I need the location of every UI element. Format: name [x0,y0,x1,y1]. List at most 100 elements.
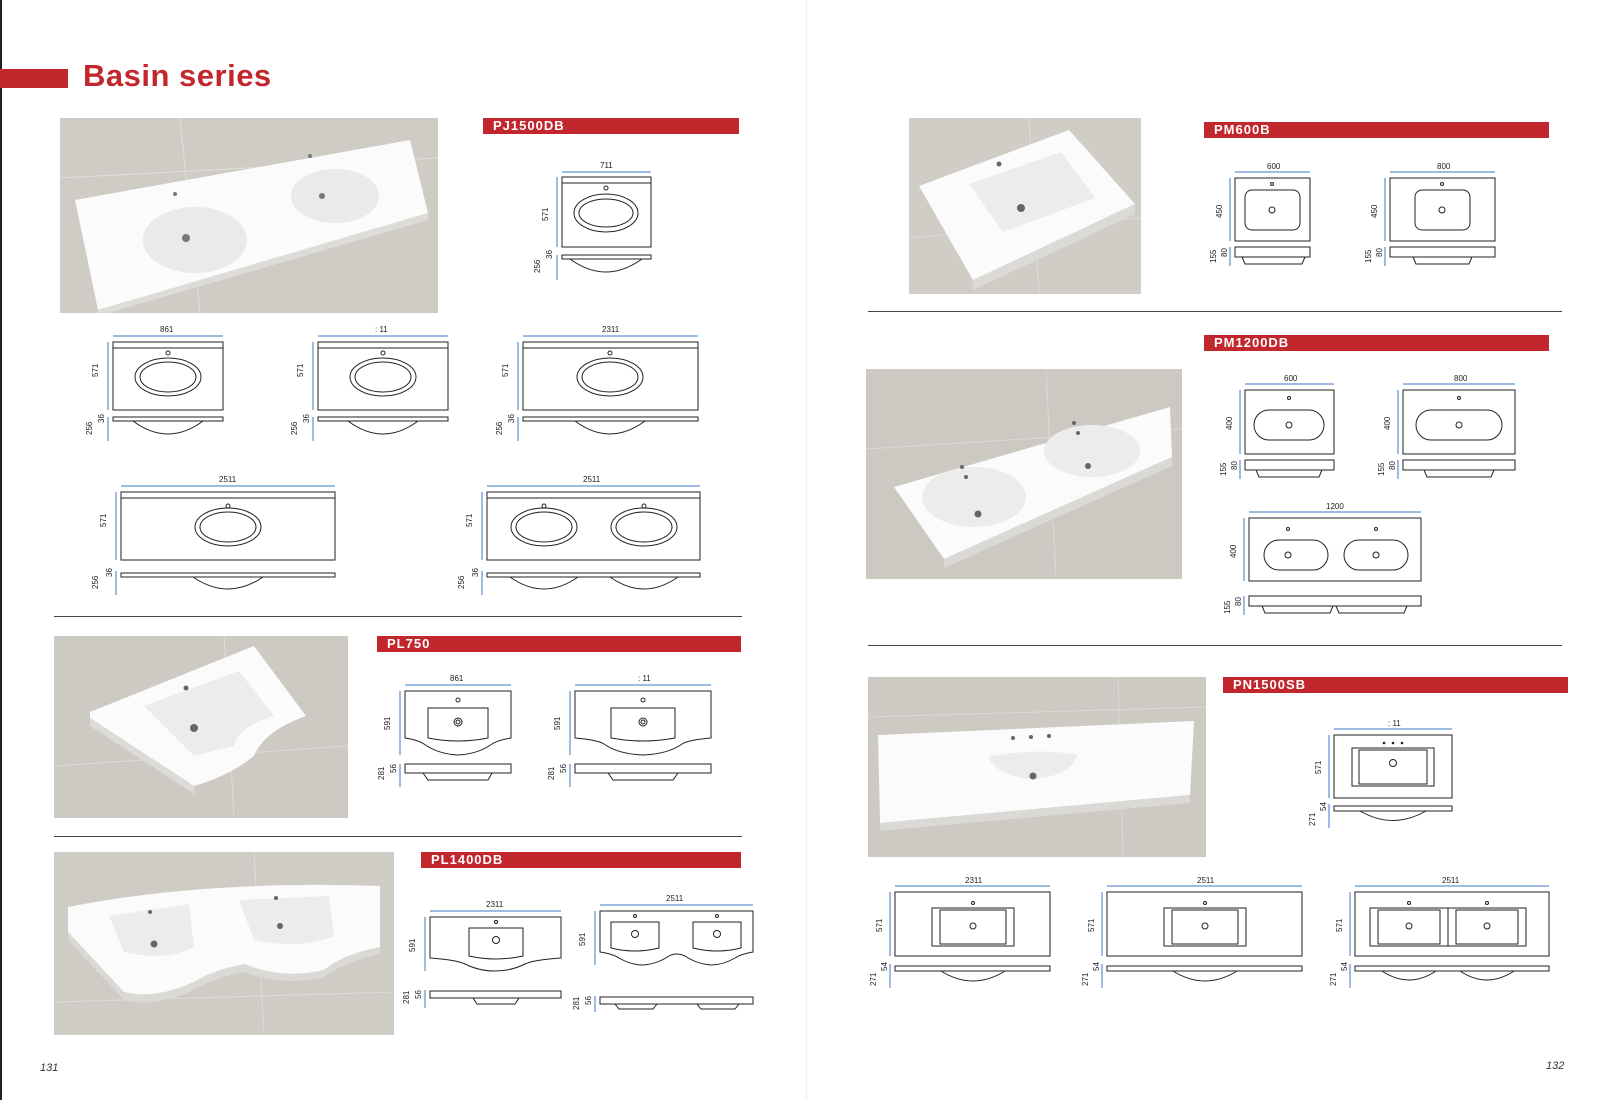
dimension-label: 571 [875,918,884,932]
pl750-drawing-1011: : 11 591 281 56 [547,672,723,802]
pl750-drawing-861: 861 591 281 56 [377,672,523,802]
pm600b-drawing-800: 800 450 155 80 [1364,162,1505,272]
pm600b-drawing-600: 600 450 155 80 [1209,162,1320,272]
pm600b-photo [909,118,1141,294]
page-number-left: 131 [40,1062,59,1074]
dimension-label: 36 [507,414,516,423]
pm1200db-photo [866,369,1182,579]
pm1200db-label: PM1200DB [1204,335,1549,351]
dimension-label: 56 [559,764,568,773]
dim-height-label: 256 [533,259,542,273]
dimension-label: 2311 [602,325,620,334]
dimension-label: 2511 [1197,876,1215,885]
pl750-label: PL750 [377,636,741,652]
dimension-label: 571 [465,513,474,527]
dimension-label: 256 [457,575,466,589]
dimension-label: 591 [553,716,562,730]
dimension-label: 36 [105,568,114,577]
dimension-label: 56 [584,996,593,1005]
dimension-label: 80 [1234,597,1243,606]
dimension-label: 1200 [1326,502,1344,511]
dimension-label: 591 [578,932,587,946]
dimension-label: 281 [572,996,581,1010]
pj-drawing-1011: : 11 571 256 36 [290,323,453,458]
dimension-label: 271 [1081,972,1090,986]
dimension-label: 256 [85,421,94,435]
dimension-label: 155 [1219,462,1228,476]
dimension-label: 591 [408,938,417,952]
section-separator [868,311,1562,312]
pn1500sb-drawing-2511-double: 2511 571 271 54 [1329,876,1560,996]
dimension-label: 54 [1340,962,1349,971]
dimension-label: 271 [1308,812,1317,826]
dimension-label: 271 [1329,972,1338,986]
pn1500sb-label: PN1500SB [1223,677,1568,693]
pj-drawing-2311: 2311 571 256 36 [495,323,708,458]
dimension-label: 54 [1092,962,1101,971]
section-separator [54,616,742,617]
section-separator [54,836,742,837]
dimension-label: 800 [1454,374,1468,383]
pj1500db-label: PJ1500DB [483,118,739,134]
pn1500sb-drawing-2311: 2311 571 271 54 [869,876,1055,996]
dimension-label: 571 [1314,760,1323,774]
dimension-label: 2311 [486,900,504,909]
page-title: Basin series [83,58,272,93]
dim-width-label: 711 [600,161,613,170]
left-page-rule [0,0,2,1100]
dimension-label: 571 [99,513,108,527]
dimension-label: 400 [1383,416,1392,430]
dimension-label: 600 [1284,374,1298,383]
pj1500db-photo [60,118,438,313]
dimension-label: 271 [869,972,878,986]
pm600b-label: PM600B [1204,122,1549,138]
dimension-label: 36 [471,568,480,577]
dimension-label: 155 [1377,462,1386,476]
pl1400db-label: PL1400DB [421,852,741,868]
dimension-label: 591 [383,716,392,730]
dimension-label: 571 [91,363,100,377]
page-number-right: 132 [1546,1060,1565,1072]
pn1500sb-drawing-2511-single: 2511 571 271 54 [1081,876,1307,996]
dimension-label: 2311 [965,876,983,885]
pl1400db-drawing-2511: 2511 591 281 56 [572,892,758,1018]
dimension-label: 36 [302,414,311,423]
pm1200db-drawing-800: 800 400 155 80 [1377,374,1520,484]
dimension-label: : 11 [1388,719,1401,728]
pl750-photo [54,636,348,818]
dimension-label: 2511 [583,475,601,484]
dimension-label: 54 [1319,802,1328,811]
dimension-label: 54 [880,962,889,971]
dimension-label: 80 [1375,248,1384,257]
dimension-label: 155 [1209,249,1218,263]
dim-depth-label: 571 [541,207,550,221]
pm1200db-drawing-1200: 1200 400 155 80 [1223,502,1426,622]
dimension-label: 571 [1335,918,1344,932]
pj-drawing-2511-single: 2511 571 256 36 [91,473,344,603]
dimension-label: 450 [1215,204,1224,218]
dimension-label: 2511 [219,475,237,484]
pj-drawing-2511-double: 2511 571 256 36 [457,473,710,603]
dimension-label: 256 [290,421,299,435]
dimension-label: 571 [1087,918,1096,932]
dimension-label: 155 [1223,600,1232,614]
dimension-label: 571 [501,363,510,377]
dimension-label: 861 [160,325,174,334]
dimension-label: 450 [1370,204,1379,218]
dimension-label: 281 [377,766,386,780]
dimension-label: 56 [414,990,423,999]
dimension-label: 281 [547,766,556,780]
dimension-label: 600 [1267,162,1281,171]
pn1500sb-photo [868,677,1206,857]
dimension-label: 256 [495,421,504,435]
dimension-label: 256 [91,575,100,589]
section-separator [868,645,1562,646]
dimension-label: 861 [450,674,464,683]
dim-thickness-label: 36 [545,250,554,259]
dimension-label: 571 [296,363,305,377]
dimension-label: 800 [1437,162,1451,171]
dimension-label: 80 [1388,461,1397,470]
dimension-label: 155 [1364,249,1373,263]
title-accent-bar [0,69,68,88]
dimension-label: 2511 [1442,876,1460,885]
